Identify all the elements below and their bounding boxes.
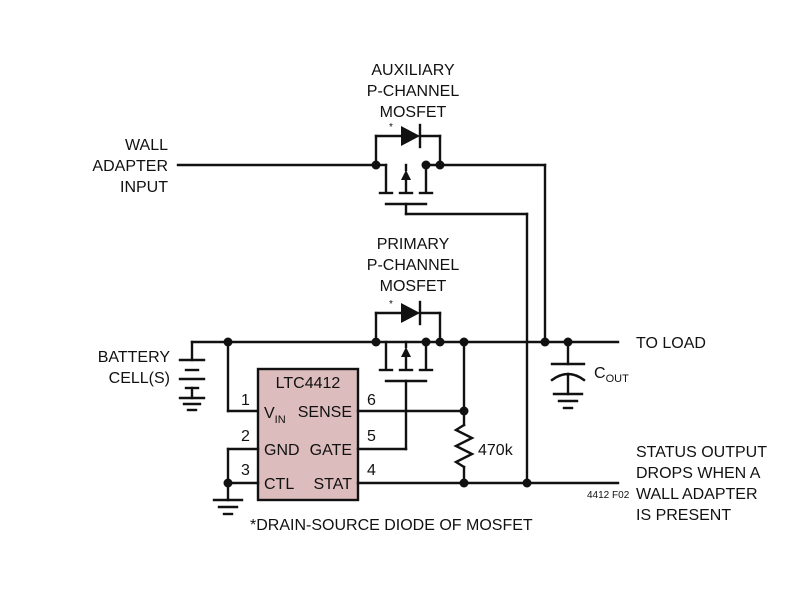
battery-label-1: BATTERY	[98, 349, 171, 366]
pin-gate-label: GATE	[310, 442, 352, 459]
aux-mosfet-label-2: P-CHANNEL	[367, 83, 460, 100]
stat-aux-gate-node	[522, 478, 532, 488]
wall-adapter-label-2: ADAPTER	[92, 158, 168, 175]
cout-label: COUT	[594, 365, 629, 385]
primary-drain-node-b	[435, 337, 445, 347]
pin-3-number: 3	[241, 462, 250, 479]
pin-4-number: 4	[367, 462, 376, 479]
load-rail-node	[540, 337, 550, 347]
ltc4412-chip	[256, 367, 360, 502]
primary-mosfet-label-3: MOSFET	[380, 278, 447, 295]
aux-drain-node-a	[421, 160, 431, 170]
pin-vin-label: VIN	[264, 405, 286, 426]
to-load-label: TO LOAD	[636, 335, 706, 352]
aux-mosfet-symbol: *	[374, 122, 442, 216]
cout-capacitor-symbol	[550, 340, 586, 410]
pin-6-number: 6	[367, 392, 376, 409]
aux-source-node	[371, 160, 381, 170]
ic-name: LTC4412	[276, 375, 341, 392]
pin-ctl-label: CTL	[264, 476, 294, 493]
footnote: *DRAIN-SOURCE DIODE OF MOSFET	[250, 517, 533, 534]
pin-sense-label: SENSE	[298, 404, 352, 421]
battery-label-2: CELL(S)	[109, 370, 170, 387]
pullup-resistor	[453, 423, 475, 469]
aux-mosfet-label-3: MOSFET	[380, 104, 447, 121]
pin-2-number: 2	[241, 428, 250, 445]
pin-5-number: 5	[367, 428, 376, 445]
primary-mosfet-label-2: P-CHANNEL	[367, 257, 460, 274]
wall-adapter-label-1: WALL	[125, 137, 168, 154]
pin-1-number: 1	[241, 392, 250, 409]
status-label-4: IS PRESENT	[636, 507, 731, 524]
battery-symbol	[178, 340, 206, 412]
status-label-1: STATUS OUTPUT	[636, 444, 767, 461]
status-label-2: DROPS WHEN A	[636, 465, 761, 482]
sense-resistor-node	[459, 406, 469, 416]
primary-mosfet-symbol: *	[374, 299, 442, 451]
ic-ground-symbol	[212, 498, 244, 516]
ctl-gnd-node	[223, 478, 233, 488]
stat-resistor-node	[459, 478, 469, 488]
wall-adapter-label-3: INPUT	[120, 179, 168, 196]
aux-mosfet-label-1: AUXILIARY	[371, 62, 455, 79]
figure-code: 4412 F02	[587, 490, 630, 501]
pin-gnd-label: GND	[264, 442, 300, 459]
primary-mosfet-label-1: PRIMARY	[377, 236, 450, 253]
primary-drain-node-a	[421, 337, 431, 347]
pin-stat-label: STAT	[313, 476, 352, 493]
primary-source-node	[371, 337, 381, 347]
primary-diode-asterisk: *	[389, 299, 393, 310]
resistor-value-label: 470k	[478, 442, 514, 459]
status-label-3: WALL ADAPTER	[636, 486, 758, 503]
aux-diode-asterisk: *	[389, 122, 393, 133]
